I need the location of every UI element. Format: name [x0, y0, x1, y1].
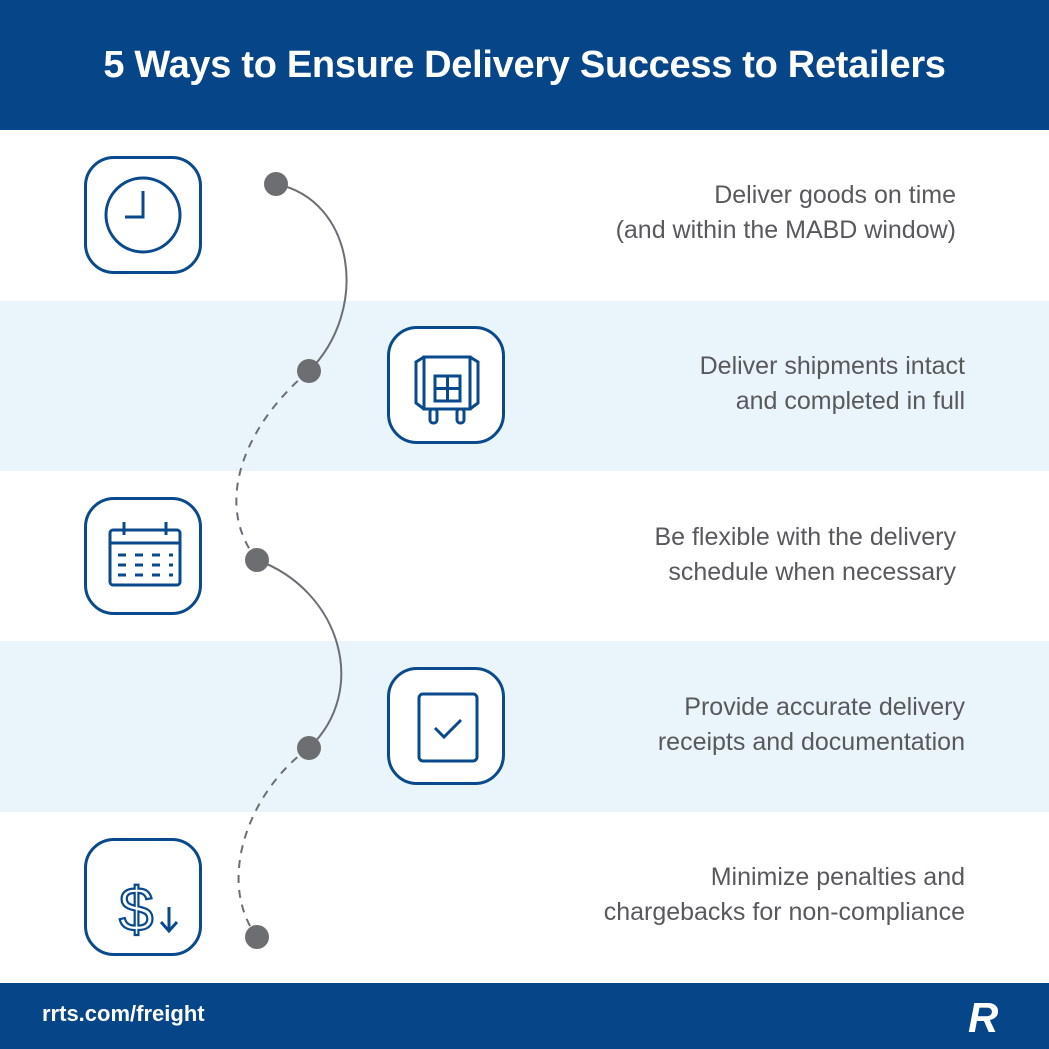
item-3-line-1: Be flexible with the delivery	[654, 523, 956, 551]
icon-box-5: $	[84, 838, 202, 956]
clock-icon	[104, 176, 182, 254]
item-text-4: Provide accurate delivery receipts and d…	[405, 690, 965, 760]
item-5-line-1: Minimize penalties and	[710, 863, 965, 891]
item-1-line-1: Deliver goods on time	[714, 181, 956, 209]
item-5-line-2: chargebacks for non-compliance	[603, 898, 965, 926]
calendar-icon	[108, 522, 182, 587]
svg-text:$: $	[119, 876, 153, 945]
brand-logo-icon: R	[968, 995, 999, 1037]
item-2-line-1: Deliver shipments intact	[699, 352, 965, 380]
truck-trailer-boxes-icon	[414, 355, 480, 425]
row-band-2	[0, 301, 1049, 472]
item-text-3: Be flexible with the delivery schedule w…	[396, 520, 956, 590]
icon-box-2	[387, 326, 505, 444]
icon-box-4	[387, 667, 505, 785]
item-text-2: Deliver shipments intact and completed i…	[405, 349, 965, 419]
footer-bar: rrts.com/freight R	[0, 983, 1049, 1049]
item-4-line-1: Provide accurate delivery	[684, 693, 965, 721]
checkbox-document-icon	[417, 692, 479, 763]
item-text-5: Minimize penalties and chargebacks for n…	[405, 860, 965, 930]
item-4-line-2: receipts and documentation	[657, 728, 965, 756]
footer-url-link[interactable]: rrts.com/freight	[42, 1001, 205, 1026]
dollar-down-arrow-icon: $	[118, 875, 179, 946]
icon-box-3	[84, 497, 202, 615]
item-text-1: Deliver goods on time (and within the MA…	[396, 178, 956, 248]
header-banner: 5 Ways to Ensure Delivery Success to Ret…	[0, 0, 1049, 130]
item-1-line-2: (and within the MABD window)	[615, 216, 956, 244]
page-title: 5 Ways to Ensure Delivery Success to Ret…	[103, 43, 946, 86]
item-2-line-2: and completed in full	[735, 387, 965, 415]
row-band-4	[0, 641, 1049, 812]
brand-logo-letter: R	[968, 995, 999, 1037]
icon-box-1	[84, 156, 202, 274]
item-3-line-2: schedule when necessary	[668, 558, 956, 586]
